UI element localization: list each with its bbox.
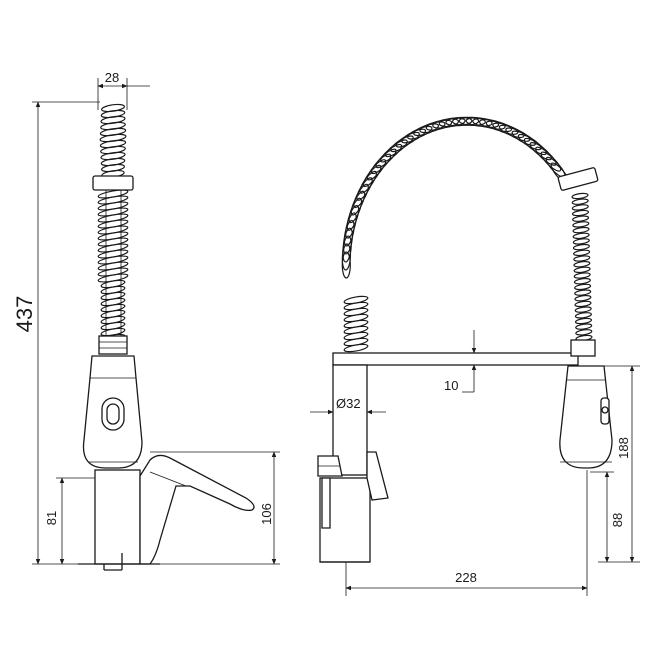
dim-label-pipe-diameter: Ø32 — [336, 396, 361, 411]
dim-label-top-width: 28 — [105, 70, 119, 85]
dim-label-lever-height: 106 — [259, 503, 274, 525]
side-spring-coil — [99, 103, 127, 179]
front-view — [317, 116, 613, 563]
front-spring-arch — [341, 116, 570, 279]
front-spray-head — [559, 365, 613, 469]
dim-label-total-height: 437 — [12, 296, 37, 333]
side-body — [94, 469, 141, 565]
side-collar — [92, 175, 134, 191]
front-end-collar — [557, 167, 599, 191]
dim-label-base-to-body: 81 — [44, 511, 59, 525]
dim-label-spray-height: 188 — [616, 437, 631, 459]
dim-label-spout-height: 88 — [610, 513, 625, 527]
dim-label-body-gap: 10 — [444, 378, 458, 393]
side-spring-hose — [97, 189, 129, 343]
dim-label-reach: 228 — [455, 570, 477, 585]
front-spring-hose — [571, 192, 593, 342]
front-support-bar — [332, 352, 579, 366]
dimension-lines — [32, 78, 640, 596]
side-lever-handle — [139, 454, 255, 565]
side-connector — [98, 335, 128, 355]
front-connector — [570, 339, 596, 357]
side-view — [78, 103, 255, 571]
front-spring-lower — [343, 295, 369, 353]
